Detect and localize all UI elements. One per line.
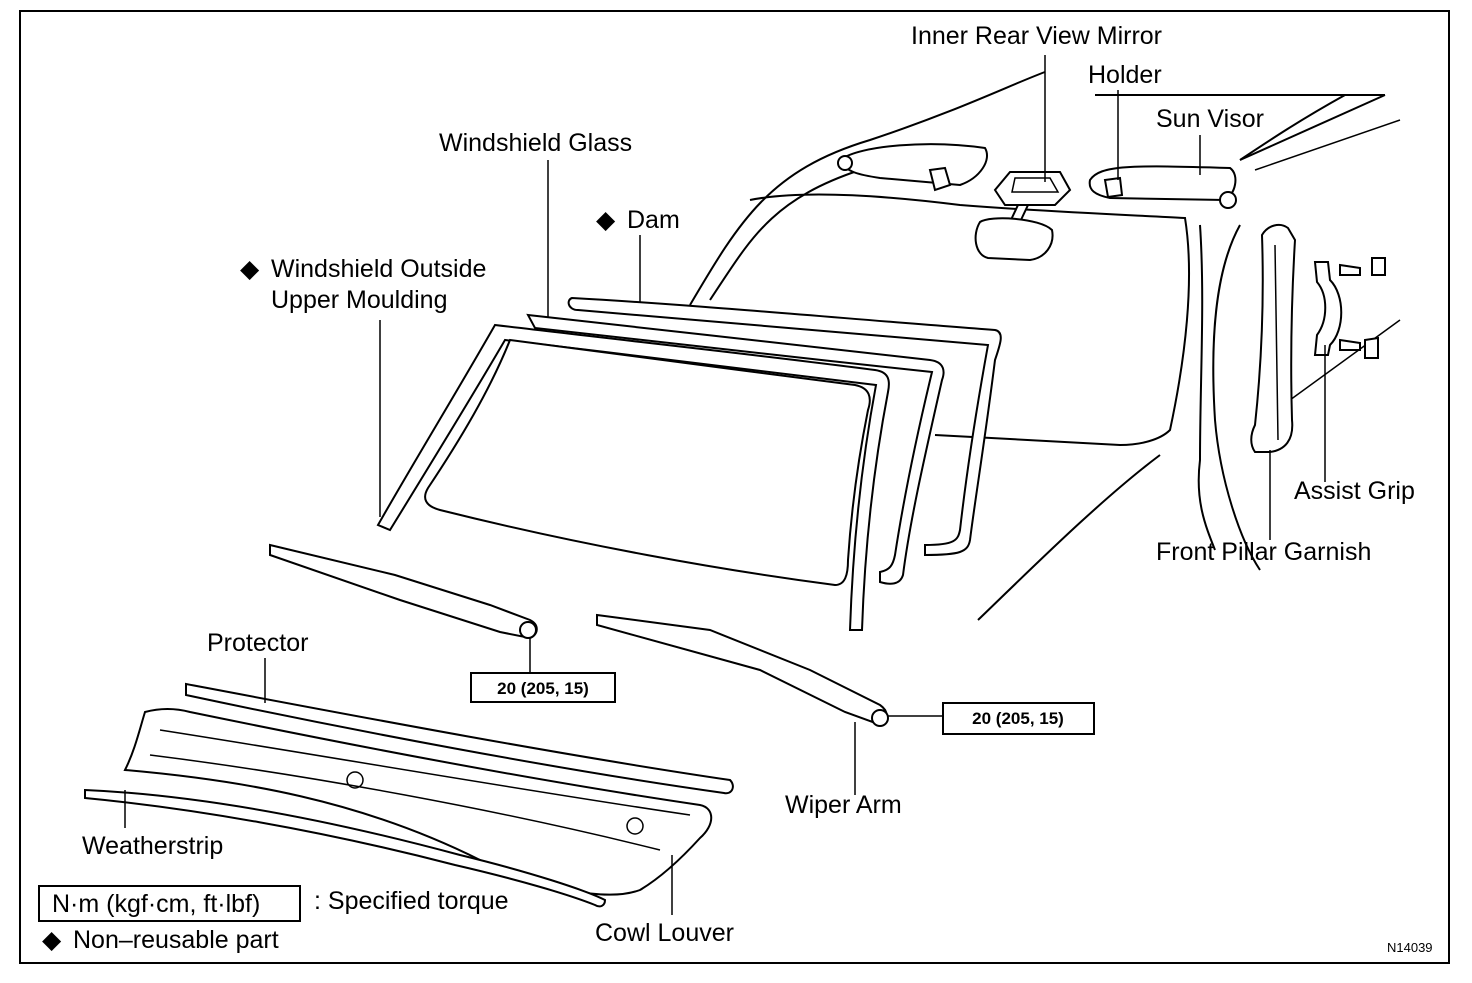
- legend-marker: ◆: [42, 926, 62, 954]
- torque-box-right: [942, 702, 1095, 735]
- torque-box-left: [470, 672, 616, 703]
- torque-value-left: 20 (205, 15): [497, 679, 589, 698]
- legend-torque-box: [38, 885, 301, 922]
- legend-torque-desc: : Specified torque: [314, 887, 509, 915]
- vehicle-body-outline: [689, 71, 1401, 621]
- diagram-border: [19, 10, 1450, 964]
- wiper-arm-left-part: [269, 543, 538, 640]
- dam-part: [567, 296, 1002, 557]
- label-inner-rear-view-mirror: Inner Rear View Mirror: [911, 22, 1162, 50]
- label-protector: Protector: [207, 629, 308, 657]
- figure-code: N14039: [1387, 940, 1433, 955]
- label-holder: Holder: [1088, 61, 1162, 89]
- torque-value-right: 20 (205, 15): [972, 709, 1064, 728]
- moulding-marker: ◆: [240, 255, 260, 283]
- label-weatherstrip: Weatherstrip: [82, 832, 223, 860]
- sun-visor-left-part: [837, 143, 988, 192]
- label-windshield-glass: Windshield Glass: [439, 129, 632, 157]
- weatherstrip-part: [84, 788, 607, 908]
- front-pillar-garnish-part: [1250, 223, 1297, 453]
- inner-rear-view-mirror-part: [974, 171, 1072, 262]
- windshield-glass-part: [526, 313, 945, 585]
- label-dam: Dam: [627, 206, 680, 234]
- dam-marker: ◆: [596, 206, 616, 234]
- wiper-arm-right-part: [596, 613, 889, 727]
- assist-grip-part: [1313, 257, 1386, 359]
- label-sun-visor: Sun Visor: [1156, 105, 1264, 133]
- sun-visor-right-part: [1088, 165, 1237, 209]
- legend-torque-units: N·m (kgf·cm, ft·lbf): [52, 890, 260, 918]
- label-cowl-louver: Cowl Louver: [595, 919, 734, 947]
- label-front-pillar-garnish: Front Pillar Garnish: [1156, 538, 1371, 566]
- leader-lines: [124, 55, 1326, 915]
- protector-part: [185, 682, 734, 795]
- cowl-louver-part: [123, 708, 713, 896]
- windshield-outside-upper-moulding-part: [376, 323, 890, 631]
- label-upper-moulding: Upper Moulding: [271, 286, 448, 314]
- label-assist-grip: Assist Grip: [1294, 477, 1415, 505]
- legend-non-reusable: Non–reusable part: [73, 926, 279, 954]
- label-wiper-arm: Wiper Arm: [785, 791, 902, 819]
- label-windshield-outside: Windshield Outside: [271, 255, 486, 283]
- windshield-glass-pane: [424, 338, 871, 587]
